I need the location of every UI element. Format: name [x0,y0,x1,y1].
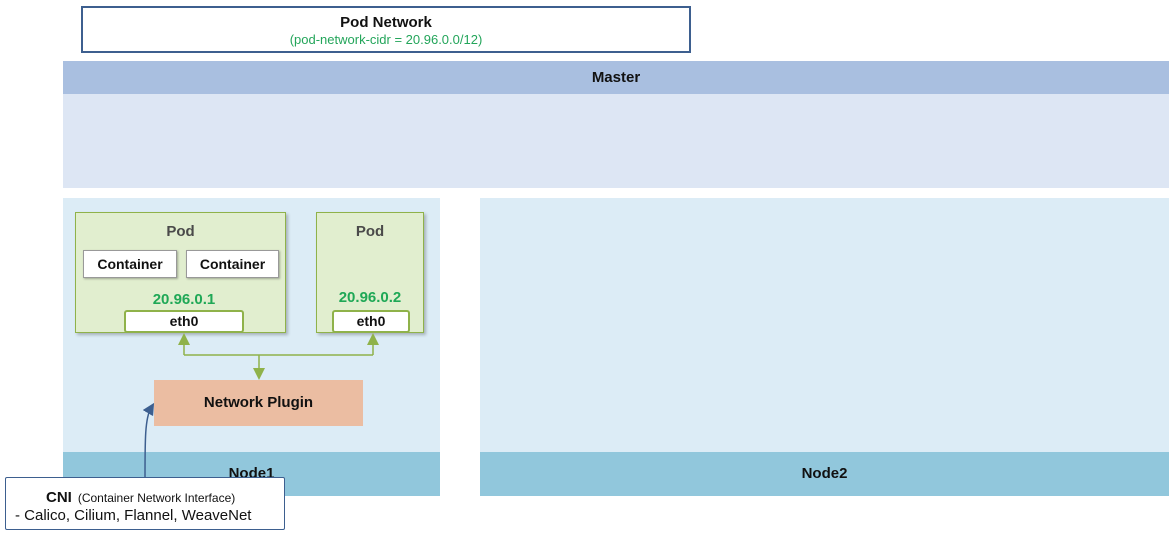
pod-2-title: Pod [355,223,385,240]
cni-heading: CNI (Container Network Interface) [46,489,235,506]
network-plugin-box: Network Plugin [154,380,363,426]
pod-1-title: Pod [166,223,195,240]
pod-1-ip: 20.96.0.1 [152,291,216,308]
cni-to-plugin-arrow [142,402,155,479]
pod-network-title: Pod Network [340,14,432,31]
plugin-to-eth-arrows [178,333,379,380]
pod-network-box: Pod Network (pod-network-cidr = 20.96.0.… [81,6,691,53]
node2-label: Node2 [480,452,1169,496]
pod-2-ip: 20.96.0.2 [338,289,402,306]
container-2: Container [186,250,279,278]
master-area [63,94,1169,188]
master-header: Master [63,61,1169,94]
cni-examples: - Calico, Cilium, Flannel, WeaveNet [15,507,252,524]
pod-2-eth0: eth0 [332,310,410,333]
cni-description: (Container Network Interface) [77,491,236,505]
container-1: Container [83,250,177,278]
pod-1-eth0: eth0 [124,310,244,333]
node2-area [480,198,1169,496]
cni-title: CNI [46,489,72,506]
pod-network-cidr: (pod-network-cidr = 20.96.0.0/12) [289,32,483,47]
cni-callout: CNI (Container Network Interface) - Calic… [5,477,285,530]
